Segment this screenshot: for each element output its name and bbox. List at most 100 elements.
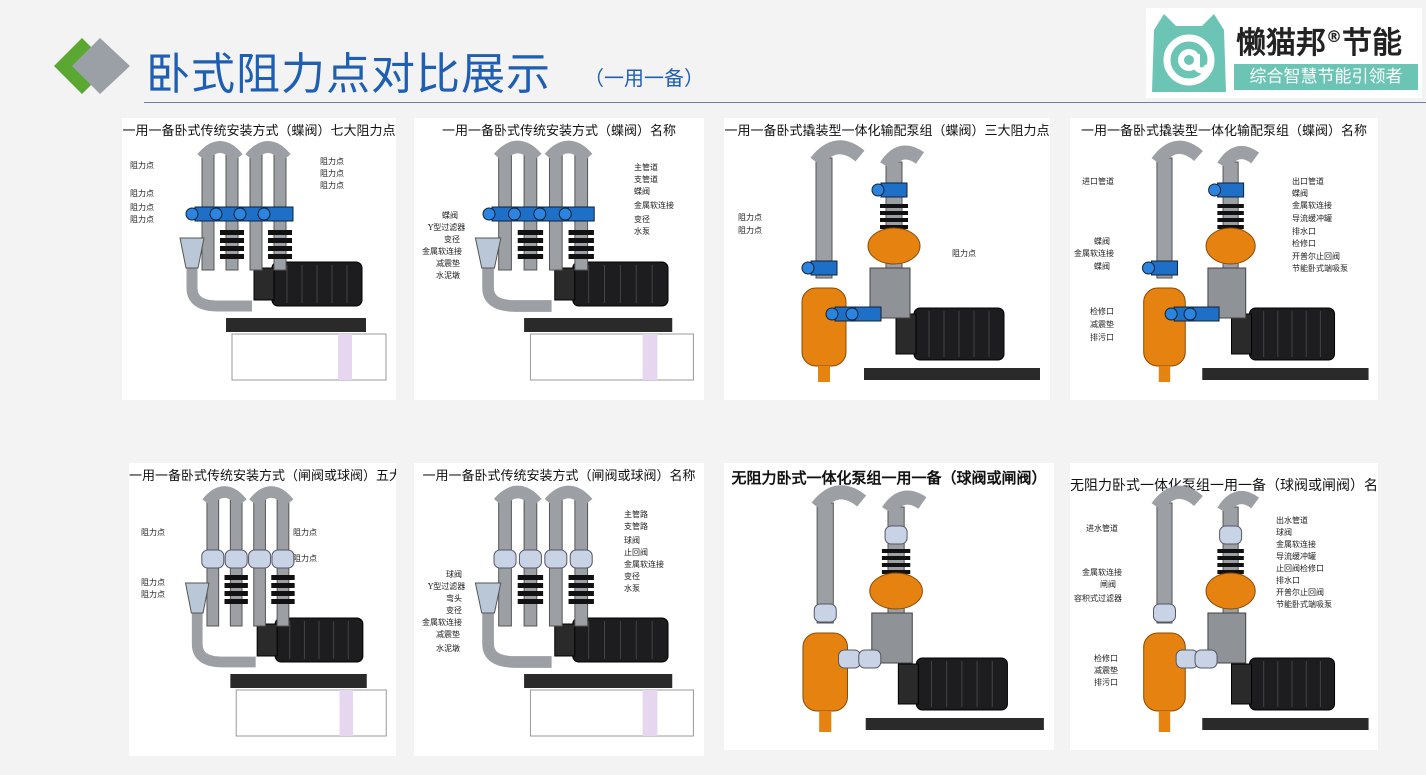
flex-joint <box>271 591 295 596</box>
panel-caption: 无阻力卧式一体化泵组一用一备（球阀或闸阀） <box>731 469 1047 487</box>
pipe <box>1156 157 1173 279</box>
pump-diagram <box>474 485 694 737</box>
valve-handwheel-icon <box>533 207 547 221</box>
panel-caption: 一用一备卧式传统安装方式（蝶阀）名称 <box>441 124 676 139</box>
panel-traditional-butterfly-names: 一用一备卧式传统安装方式（蝶阀）名称 蝶阀 Y型过滤器 变径 金属软连接 减震垫… <box>414 118 704 400</box>
label: Y型过滤器 <box>428 582 466 591</box>
label: 导流缓冲罐 <box>1292 214 1332 223</box>
label: 金属软连接 <box>1292 201 1332 210</box>
label: 开普尔止回阀 <box>1292 252 1340 261</box>
flex-joint <box>881 563 911 567</box>
butterfly-valve-icon <box>880 182 908 198</box>
label: 水泵 <box>634 227 650 236</box>
panel-no-resistance-names: 无阻力卧式一体化泵组一用一备（球阀或闸阀）名称 进水管道 金属软连接 闸阀 容积… <box>1070 463 1378 750</box>
flex-joint <box>1217 211 1244 215</box>
skid-frame <box>865 718 1044 730</box>
drain-pipe <box>1158 711 1171 732</box>
pipe-elbow <box>1217 145 1260 170</box>
label: 容积式过滤器 <box>1074 594 1122 603</box>
flex-joint <box>568 599 594 604</box>
pump-diagram <box>801 140 1040 382</box>
pipe-elbow <box>249 486 294 507</box>
label: 球阀 <box>624 536 640 545</box>
label: 水泥墩 <box>436 644 460 653</box>
pump-casing <box>554 267 576 301</box>
flex-joint <box>880 204 908 208</box>
drain-pipe <box>1158 366 1171 382</box>
brand-logo: 懒猫邦®节能 综合智慧节能引领者 <box>1146 8 1422 98</box>
butterfly-valve-icon <box>266 206 294 222</box>
suction-pipe <box>482 593 552 668</box>
label: 检修口 <box>1292 239 1316 248</box>
flex-joint <box>568 583 594 588</box>
flex-joint <box>271 599 295 604</box>
label: 金属软连接 <box>1082 568 1122 577</box>
y-strainer-icon <box>179 237 205 269</box>
label: 止回阀检修口 <box>1276 564 1324 573</box>
flex-joint <box>268 230 292 235</box>
valve-handwheel-icon <box>1183 307 1197 321</box>
label: 阻力点 <box>320 181 344 190</box>
label: 阻力点 <box>320 169 344 178</box>
drain-pipe <box>818 366 830 382</box>
label: 出口管道 <box>1292 177 1324 186</box>
label: 减震垫 <box>1090 320 1114 329</box>
y-strainer-icon <box>184 582 210 614</box>
ball-valve-icon <box>1152 603 1176 623</box>
pipe-elbow <box>880 145 925 171</box>
label: 排污口 <box>1090 333 1114 342</box>
flex-joint <box>224 583 248 588</box>
label: 出水管道 <box>1276 516 1308 525</box>
ball-valve-icon <box>224 549 248 569</box>
flex-joint <box>220 246 244 251</box>
flex-joint <box>568 591 594 596</box>
brand-registered-mark: ® <box>1326 27 1342 46</box>
flex-joint <box>568 230 594 235</box>
label: 阻力点 <box>141 590 165 599</box>
label: 阻力点 <box>130 215 154 224</box>
panel-traditional-ball-points: 一用一备卧式传统安装方式（闸阀或球阀）五大阻力点 阻力点 阻力点 阻力点 阻力点… <box>129 463 396 756</box>
valve-handwheel-icon <box>1208 183 1222 197</box>
skid-frame <box>1202 718 1369 730</box>
label: 金属软连接 <box>422 618 462 627</box>
panel-no-resistance-unit: 无阻力卧式一体化泵组一用一备（球阀或闸阀） <box>724 463 1054 750</box>
pipe-elbow <box>1151 140 1203 167</box>
pump-diagram <box>184 486 387 737</box>
pipe-elbow <box>544 485 593 508</box>
label: 金属软连接 <box>634 201 674 210</box>
flex-joint <box>224 575 248 580</box>
flex-joint <box>517 599 544 604</box>
concrete-base <box>235 689 387 737</box>
label: 金属软连接 <box>624 560 664 569</box>
label: 进水管道 <box>1086 524 1118 533</box>
label: 阻力点 <box>738 226 762 235</box>
strainer-tank <box>1143 632 1186 712</box>
flex-joint <box>568 254 594 259</box>
valve-handwheel-icon <box>209 207 223 221</box>
flex-joint <box>271 583 295 588</box>
ball-valve-icon <box>884 525 908 545</box>
panel-caption: 一用一备卧式传统安装方式（闸阀或球阀）名称 <box>422 469 696 484</box>
brand-name: 懒猫邦 <box>1236 26 1326 61</box>
panel-skid-butterfly-names: 一用一备卧式撬装型一体化输配泵组（蝶阀）名称 进口管道 蝶阀 金属软连接 蝶阀 … <box>1070 118 1378 400</box>
pipe-elbow <box>810 140 865 167</box>
flex-joint <box>220 238 244 243</box>
label: 蝶阀 <box>1094 262 1110 271</box>
label: 开普尔止回阀 <box>1276 588 1324 597</box>
label: 进口管道 <box>1082 177 1114 186</box>
diamond-logo-icon <box>54 38 130 94</box>
label: 主管道 <box>634 163 658 172</box>
flex-joint <box>517 575 544 580</box>
pump-casing <box>253 267 275 301</box>
ball-valve-icon <box>201 549 225 569</box>
page-title: 卧式阻力点对比展示 <box>146 49 551 100</box>
pipe-elbow <box>1151 485 1203 512</box>
y-strainer-icon <box>474 237 502 269</box>
flex-joint <box>880 218 908 222</box>
flex-joint <box>517 591 544 596</box>
valve-handwheel-icon <box>1141 261 1155 275</box>
label: 金属软连接 <box>1074 249 1114 258</box>
label: 变径 <box>634 215 650 224</box>
label: 阻力点 <box>130 161 154 170</box>
